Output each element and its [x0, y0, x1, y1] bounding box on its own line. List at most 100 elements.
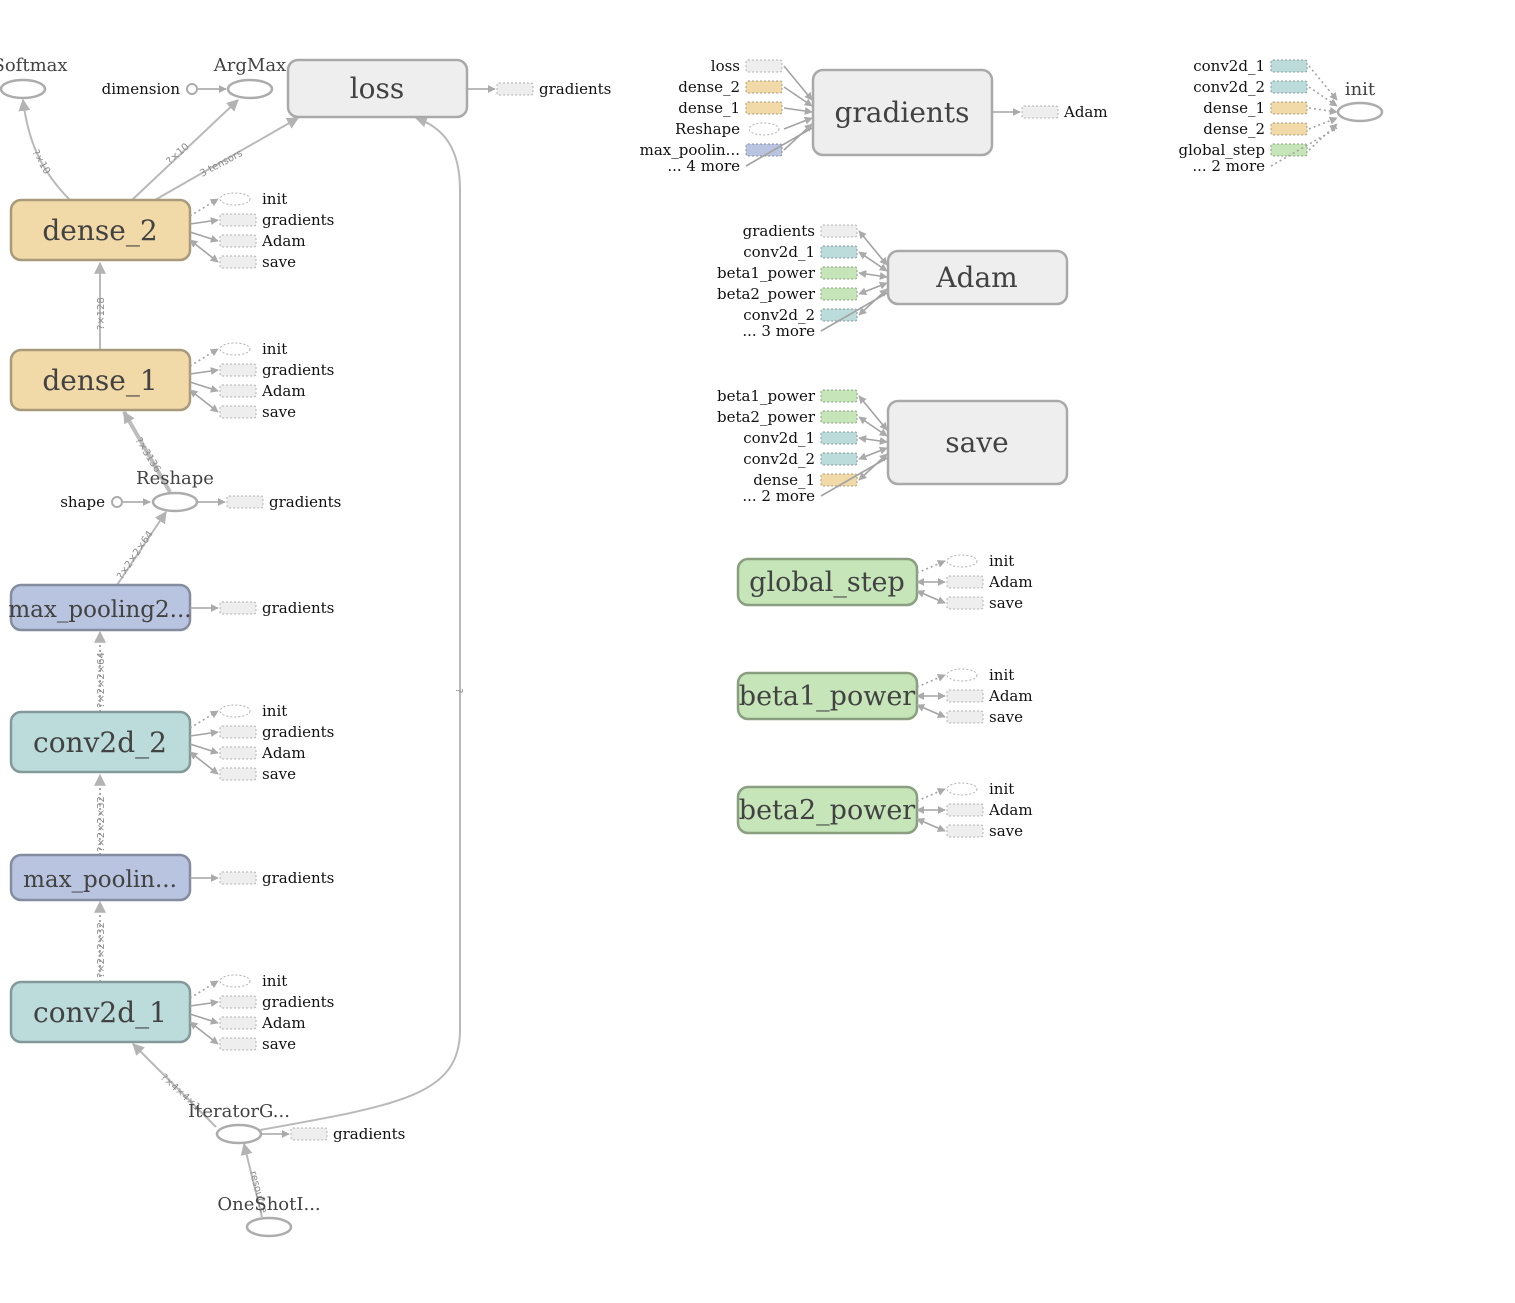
- init-inputs-item[interactable]: dense_1: [1203, 99, 1338, 117]
- const-dimension[interactable]: dimension: [102, 80, 198, 98]
- beta1-power-save-stub-edge: [916, 704, 946, 718]
- const-shape-label: shape: [60, 493, 105, 511]
- iterator-gradients-stub-shape: [290, 1127, 328, 1141]
- dense-1-gradients-stub[interactable]: gradients: [189, 361, 334, 379]
- init-inputs[interactable]: conv2d_1 conv2d_2dense_1dense_2global_ste…: [1179, 57, 1338, 175]
- beta1-power-adam-stub[interactable]: Adam: [916, 687, 1033, 705]
- dense-2-adam-stub[interactable]: Adam: [189, 231, 306, 250]
- node-global-step[interactable]: global_step: [736, 557, 919, 607]
- edge-label-iter-loss: ?: [453, 688, 464, 693]
- dense-2-gradients-stub[interactable]: gradients: [189, 211, 334, 229]
- init-inputs-item[interactable]: global_step: [1179, 123, 1338, 159]
- adam-inputs-item[interactable]: beta2_power: [717, 281, 888, 303]
- dense-2-save-stub[interactable]: save: [189, 239, 296, 271]
- adam-inputs-item[interactable]: beta1_power: [717, 264, 888, 282]
- max-pooling2-gradients-stub[interactable]: gradients: [190, 599, 334, 617]
- op-iterator[interactable]: IteratorG...: [188, 1101, 290, 1145]
- const-shape[interactable]: shape: [60, 493, 123, 511]
- init-inputs-item[interactable]: conv2d_1: [1193, 57, 1338, 101]
- reshape-gradients-stub[interactable]: gradients: [197, 493, 341, 511]
- node-gradients-label: gradients: [834, 96, 969, 129]
- conv2d-2-adam-stub[interactable]: Adam: [189, 743, 306, 762]
- node-conv2d-1[interactable]: conv2d_1: [9, 980, 192, 1044]
- node-save[interactable]: save: [886, 399, 1069, 486]
- save-inputs-item[interactable]: beta2_power: [717, 408, 888, 437]
- gradients-inputs-item[interactable]: max_poolin...: [640, 123, 813, 159]
- adam-inputs[interactable]: gradientsconv2d_1beta1_powerbeta2_powerc…: [717, 222, 888, 340]
- conv2d-1-adam-stub[interactable]: Adam: [189, 1013, 306, 1032]
- dense-2-save-stub-label: save: [262, 253, 296, 271]
- gradients-adam-stub[interactable]: Adam: [992, 103, 1108, 121]
- save-inputs-item[interactable]: conv2d_1: [743, 429, 888, 447]
- gradients-inputs-item[interactable]: Reshape: [675, 116, 813, 138]
- node-gradients[interactable]: gradients: [811, 68, 994, 157]
- beta1-power-init-stub[interactable]: init: [916, 666, 1014, 688]
- beta2-power-save-stub[interactable]: save: [916, 818, 1023, 840]
- conv2d-2-save-stub[interactable]: save: [189, 751, 296, 783]
- dense-1-save-stub[interactable]: save: [189, 389, 296, 421]
- global-step-init-stub[interactable]: init: [916, 552, 1014, 574]
- beta2-power-init-stub[interactable]: init: [916, 780, 1014, 802]
- conv2d-2-gradients-stub[interactable]: gradients: [189, 723, 334, 741]
- global-step-save-stub[interactable]: save: [916, 590, 1023, 612]
- node-loss[interactable]: loss: [286, 58, 469, 119]
- save-inputs-item-label: conv2d_1: [743, 429, 815, 447]
- op-reshape[interactable]: Reshape: [136, 468, 214, 513]
- conv2d-1-save-stub-shape: [219, 1037, 257, 1051]
- save-inputs-item[interactable]: conv2d_2: [743, 446, 888, 468]
- op-init[interactable]: init: [1336, 79, 1384, 123]
- gradients-inputs-item[interactable]: dense_1: [678, 99, 813, 117]
- gradients-inputs-more[interactable]: ... 4 more: [667, 157, 740, 175]
- dense-1-adam-stub[interactable]: Adam: [189, 381, 306, 400]
- beta2-power-adam-stub[interactable]: Adam: [916, 801, 1033, 819]
- save-inputs-item[interactable]: beta1_power: [717, 387, 888, 431]
- gradients-inputs-item-shape: [745, 80, 783, 94]
- conv2d-1-init-stub[interactable]: init: [189, 972, 287, 999]
- conv2d-2-init-stub[interactable]: init: [189, 702, 287, 729]
- init-inputs-more[interactable]: ... 2 more: [1192, 157, 1265, 175]
- iterator-gradients-stub[interactable]: gradients: [261, 1125, 405, 1143]
- op-argmax[interactable]: ArgMax: [213, 55, 286, 100]
- node-beta2-power[interactable]: beta2_power: [736, 785, 919, 835]
- beta1-power-save-stub[interactable]: save: [916, 704, 1023, 726]
- loss-gradients-stub[interactable]: gradients: [467, 80, 611, 98]
- global-step-save-stub-shape: [946, 596, 984, 610]
- node-dense-2[interactable]: dense_2: [9, 198, 192, 262]
- conv2d-1-gradients-stub-shape: [219, 995, 257, 1009]
- init-inputs-item-label: conv2d_1: [1193, 57, 1265, 75]
- save-inputs-more[interactable]: ... 2 more: [742, 487, 815, 505]
- save-inputs[interactable]: beta1_powerbeta2_powerconv2d_1conv2d_2de…: [717, 387, 888, 505]
- conv2d-1-save-stub[interactable]: save: [189, 1021, 296, 1053]
- gradients-inputs-item[interactable]: dense_2: [678, 78, 813, 107]
- adam-inputs-item[interactable]: conv2d_1: [743, 243, 888, 272]
- gradients-inputs-item-edge: [783, 65, 813, 101]
- global-step-adam-stub[interactable]: Adam: [916, 573, 1033, 591]
- global-step-save-stub-label: save: [989, 594, 1023, 612]
- max-pooling1-gradients-stub[interactable]: gradients: [190, 869, 334, 887]
- op-softmax[interactable]: Softmax: [0, 55, 68, 100]
- beta1-power-save-stub-label: save: [989, 708, 1023, 726]
- gradients-adam-stub-shape: [1021, 105, 1059, 119]
- global-step-init-stub-shape: [946, 554, 978, 568]
- node-adam[interactable]: Adam: [886, 249, 1069, 306]
- op-reshape-label: Reshape: [136, 468, 214, 489]
- adam-inputs-item[interactable]: conv2d_2: [743, 288, 888, 324]
- dense-1-init-stub[interactable]: init: [189, 340, 287, 367]
- conv2d-1-init-stub-shape: [219, 974, 251, 988]
- conv2d-1-gradients-stub[interactable]: gradients: [189, 993, 334, 1011]
- node-beta1-power[interactable]: beta1_power: [736, 671, 919, 721]
- node-dense-1[interactable]: dense_1: [9, 348, 192, 412]
- init-inputs-item-edge: [1308, 86, 1338, 107]
- gradients-inputs[interactable]: lossdense_2dense_1Reshapemax_poolin.....…: [640, 57, 813, 175]
- op-oneshot[interactable]: OneShotI...: [217, 1194, 321, 1238]
- init-inputs-item[interactable]: dense_2: [1203, 116, 1338, 138]
- dense-2-init-stub[interactable]: init: [189, 190, 287, 217]
- node-max-pooling1[interactable]: max_poolin...: [9, 853, 192, 902]
- adam-inputs-more[interactable]: ... 3 more: [742, 322, 815, 340]
- node-conv2d-2[interactable]: conv2d_2: [9, 710, 192, 774]
- gradients-inputs-item[interactable]: loss: [711, 57, 813, 101]
- node-max-pooling2[interactable]: max_pooling2...: [8, 583, 192, 632]
- init-inputs-item[interactable]: conv2d_2: [1193, 78, 1338, 107]
- op-iterator-label: IteratorG...: [188, 1101, 290, 1122]
